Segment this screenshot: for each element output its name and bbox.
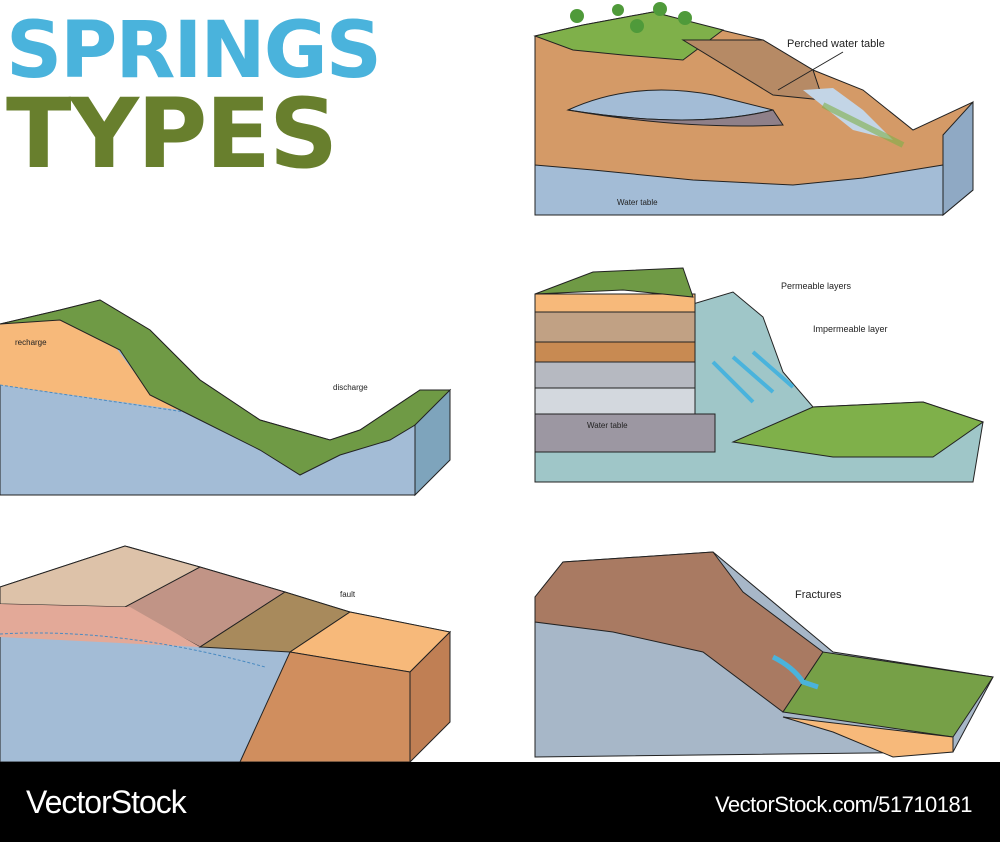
brand-logo: VectorStock [26,784,187,820]
label-water-table: Water table [587,421,628,430]
fault-spring-diagram: fault [0,545,452,764]
image-url: VectorStock.com/51710181 [714,792,973,817]
label-discharge: discharge [333,383,368,392]
title-line-2: TYPES [6,78,338,190]
label-impermeable-layer: Impermeable layer [813,324,888,334]
perched-spring-diagram: Perched water table Water table [533,2,974,217]
label-fault: fault [340,590,356,599]
title-line-1: SPRINGS [6,6,382,96]
label-perched-water-table: Perched water table [787,38,885,50]
label-water-table: Water table [617,198,658,207]
footer-bar: VectorStock VectorStock.com/51710181 [0,762,1000,842]
label-permeable-layers: Permeable layers [781,281,852,291]
depression-spring-diagram: recharge discharge [0,299,452,497]
fracture-spring-diagram: Fractures [534,551,994,758]
label-recharge: recharge [15,338,47,347]
label-fractures: Fractures [795,589,842,601]
tree-icon [570,2,692,33]
contact-spring-diagram: Permeable layers Impermeable layer Water… [534,267,985,483]
